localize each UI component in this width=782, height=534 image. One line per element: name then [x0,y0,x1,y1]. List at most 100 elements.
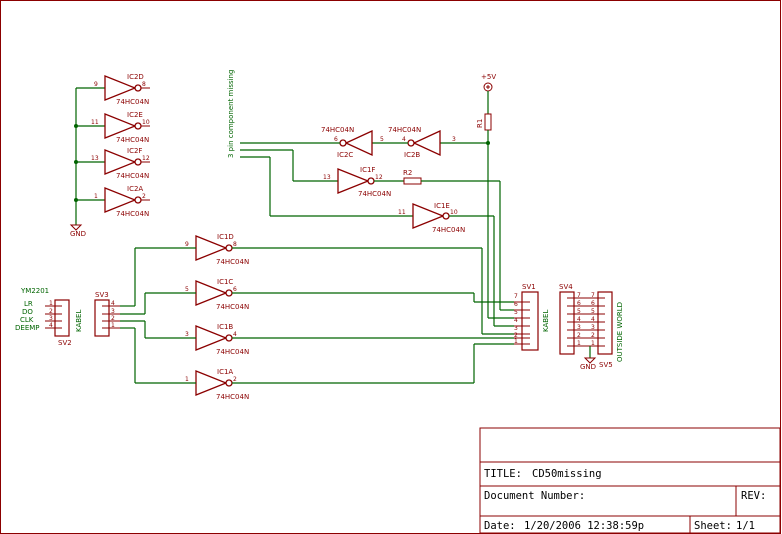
ic1a-out-pin: 2 [233,376,237,383]
title-block: TITLE: CD50missing Document Number: REV:… [479,427,781,534]
sv4-pin-2: 2 [577,332,581,339]
ic2e-name: IC2E [127,111,143,119]
gnd-symbol-right: GND [580,346,597,371]
sheet-label: Sheet: [694,520,732,532]
connector-sv2: 1 2 3 4 SV2 KABEL [45,299,83,347]
ic1c-value: 74HC04N [216,303,249,311]
sv5-pin-3: 3 [591,324,595,331]
ic2f-in-pin: 13 [91,155,99,162]
sv5-name: SV5 [599,361,613,369]
gnd-label-left: GND [70,230,86,238]
r2-label: R2 [403,169,412,177]
ic2a-out-pin: 2 [142,193,146,200]
inverter-ic1d: IC1D 74HC04N 9 8 [185,233,482,266]
ic2d-value: 74HC04N [116,98,149,106]
ic2b-name: IC2B [404,151,420,159]
inverter-ic2a: IC2A 74HC04N 1 2 [74,185,150,218]
ic1b-value: 74HC04N [216,348,249,356]
ic2e-value: 74HC04N [116,136,149,144]
ic1f-in-pin: 13 [323,174,331,181]
title-value: CD50missing [532,468,602,480]
sv1-nets [481,143,514,335]
ic1c-name: IC1C [217,278,233,286]
sv1-pin-7: 7 [514,293,518,300]
inverter-ic1e: IC1E 74HC04N 11 10 [398,202,465,234]
left-inverter-group: GND IC2D 74HC04N 9 8 IC2E 74HC04N 11 10 [69,73,150,238]
ic1c-in-pin: 5 [185,286,189,293]
ic1a-name: IC1A [217,368,233,376]
sv5-pin-2: 2 [591,332,595,339]
ic2e-out-pin: 10 [142,119,150,126]
connector-sv4: 7 6 5 4 3 2 1 SV4 [559,283,590,355]
ic1e-value: 74HC04N [432,226,465,234]
sv1-pin-2: 2 [514,332,518,339]
missing-component-note: 3 pin component missing [227,70,235,158]
inverter-ic1c: IC1C 74HC04N 5 6 [185,278,514,311]
sv2-pin-1: 1 [49,300,53,307]
sv1-pin-1: 1 [514,338,518,345]
ic2b-value: 74HC04N [388,126,421,134]
sv4-pin-5: 5 [577,308,581,315]
inverter-ic1f: IC1F 74HC04N 13 12 [323,166,391,198]
gnd-symbol-left: GND [69,224,86,238]
sv2-name: SV2 [58,339,72,347]
sv1-pin-6: 6 [514,301,518,308]
ym2201-block: YM2201 LR DO CLK DEEMP [15,287,49,332]
date-value: 1/20/2006 12:38:59p [524,520,644,532]
ic1d-in-pin: 9 [185,241,189,248]
ic2c-name: IC2C [337,151,353,159]
sv3-pin-2: 2 [111,315,115,322]
sv4-pin-6: 6 [577,300,581,307]
sv4-pin-3: 3 [577,324,581,331]
ic2d-in-pin: 9 [94,81,98,88]
rev-label: REV: [741,490,766,502]
top-circuit: +5V R1 74HC04N IC2B 3 4 74HC04N IC2C 5 6 [240,73,500,234]
r1-label: R1 [476,119,484,128]
ic1e-in-pin: 11 [398,209,406,216]
connector-sv1: 7 6 5 4 3 2 1 SV1 KABEL [514,283,550,351]
resistor-r2 [403,177,422,185]
center-inverter-group: IC1D 74HC04N 9 8 IC1C 74HC04N 5 6 IC1B 7… [120,233,514,401]
ic1f-name: IC1F [360,166,375,174]
ic2d-name: IC2D [127,73,144,81]
sv5-label: OUTSIDE WORLD [616,302,624,362]
sv2-label: KABEL [75,310,83,332]
ic1f-value: 74HC04N [358,190,391,198]
date-label: Date: [484,520,516,532]
sv1-label: KABEL [542,310,550,332]
ic2b-out-pin: 4 [402,136,406,143]
sv3-name: SV3 [95,291,109,299]
ic2f-out-pin: 12 [142,155,150,162]
sheet-value: 1/1 [736,520,755,532]
sv4-pin-1: 1 [577,340,581,347]
ic2a-in-pin: 1 [94,193,98,200]
signal-do: DO [22,308,33,316]
inverter-ic2c: 74HC04N IC2C 5 6 [321,126,384,159]
sv1-pin-5: 5 [514,309,518,316]
ic1d-name: IC1D [217,233,234,241]
ic1b-in-pin: 3 [185,331,189,338]
ym2201-title: YM2201 [20,287,49,295]
inverter-ic2e: IC2E 74HC04N 11 10 [74,111,150,144]
sv5-pin-1: 1 [591,340,595,347]
connector-sv5: 7 6 5 4 3 2 1 SV5 OUTSIDE WORLD [590,291,624,369]
inverter-ic2d: IC2D 74HC04N 9 8 [76,73,150,106]
sv5-pin-4: 4 [591,316,595,323]
inverter-ic2f: IC2F 74HC04N 13 12 [74,147,150,180]
gnd-label-right: GND [580,363,596,371]
ic1e-name: IC1E [434,202,450,210]
ic1a-in-pin: 1 [185,376,189,383]
sv5-pin-6: 6 [591,300,595,307]
sv3-pin-3: 3 [111,308,115,315]
vcc-label: +5V [481,73,496,81]
ic2c-out-pin: 6 [334,136,338,143]
sv5-pin-5: 5 [591,308,595,315]
ic1b-name: IC1B [217,323,233,331]
connector-sv3: 4 3 2 1 SV3 [94,291,120,337]
sv5-pin-7: 7 [591,292,595,299]
sv2-pin-4: 4 [49,322,53,329]
title-label: TITLE: [484,468,522,480]
ic2c-value: 74HC04N [321,126,354,134]
signal-lr: LR [24,300,33,308]
